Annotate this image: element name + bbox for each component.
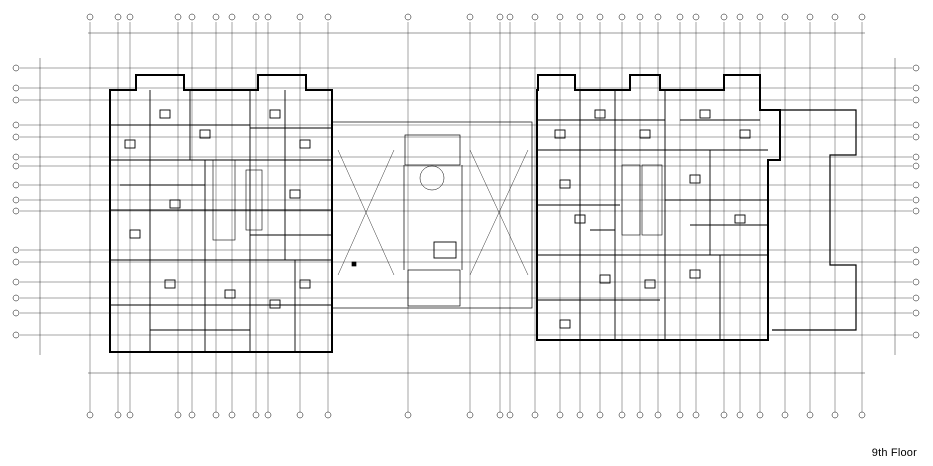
courtyard	[331, 121, 533, 309]
right-building	[536, 74, 857, 341]
dimension-strings	[39, 32, 896, 374]
left-rooms	[110, 90, 332, 352]
floor-label: 9th Floor	[871, 447, 917, 459]
left-core-stairs	[212, 159, 263, 241]
right-building-outline	[536, 74, 781, 341]
courtyard-outline	[331, 121, 533, 309]
left-building-outline	[109, 74, 333, 353]
grid-lines	[20, 22, 912, 412]
right-wing-outline	[772, 109, 857, 331]
right-rooms	[537, 90, 768, 340]
right-core-stairs	[621, 164, 663, 236]
grid-bubbles	[12, 13, 920, 419]
left-building	[109, 74, 333, 353]
